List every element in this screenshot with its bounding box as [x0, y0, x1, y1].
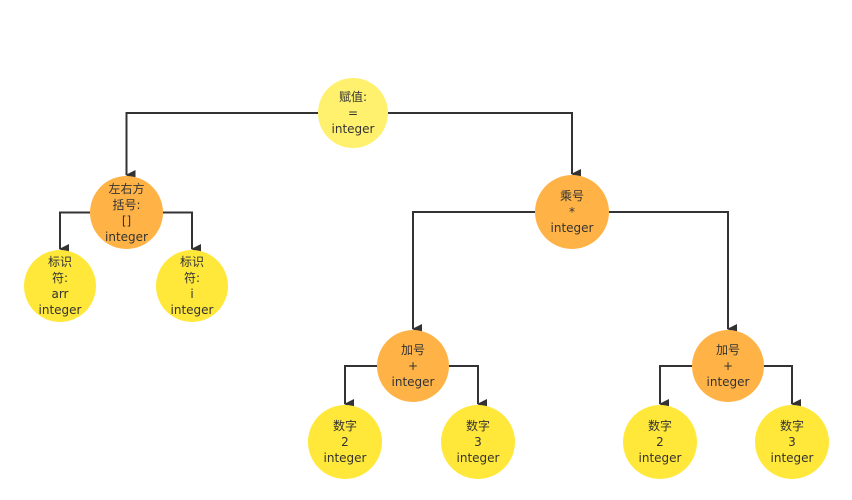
- node-line: integer: [331, 122, 375, 136]
- node-line: integer: [550, 221, 594, 235]
- edge-bracket-ident_arr: [59, 211, 90, 254]
- edge-mul-add_left: [412, 211, 535, 334]
- identifier-arr-node: 标识 符: arr integer: [24, 250, 96, 322]
- edge-add_left-num_3_a: [449, 365, 487, 409]
- node-line: []: [121, 213, 132, 228]
- node-line: 标识: [179, 255, 204, 269]
- number-3-node: 数字 3 integer: [441, 405, 515, 479]
- add-node-left: 加号 + integer: [377, 330, 449, 402]
- node-line: i: [190, 287, 194, 301]
- node-line: 3: [788, 435, 796, 449]
- assign-node: 赋值: = integer: [318, 78, 388, 148]
- edge-assign-bracket: [125, 112, 318, 180]
- number-2-node: 数字 2 integer: [308, 405, 382, 479]
- node-line: 符:: [183, 271, 201, 285]
- node-line: integer: [456, 451, 500, 465]
- node-line: 符:: [51, 271, 69, 285]
- node-line: 数字: [779, 419, 804, 433]
- node-line: integer: [770, 451, 814, 465]
- node-line: +: [722, 359, 734, 373]
- node-line: 数字: [465, 419, 490, 433]
- edge-add_right-num_3_b: [764, 365, 801, 409]
- node-line: 括号:: [112, 197, 141, 212]
- node-line: 加号: [400, 343, 425, 357]
- node-line: integer: [391, 375, 435, 389]
- node-line: integer: [638, 451, 682, 465]
- bracket-node: 左右方 括号: [] integer: [90, 176, 163, 249]
- node-line: 左右方: [108, 181, 145, 196]
- number-3-node: 数字 3 integer: [755, 405, 829, 479]
- node-line: integer: [323, 451, 367, 465]
- node-line: +: [407, 359, 419, 373]
- node-line: integer: [706, 375, 750, 389]
- node-line: *: [569, 205, 575, 219]
- node-line: 乘号: [559, 189, 584, 203]
- edge-add_right-num_2_b: [659, 365, 692, 409]
- edge-add_left-num_2_a: [344, 365, 377, 409]
- node-line: 赋值:: [338, 90, 368, 104]
- node-line: arr: [51, 287, 69, 301]
- node-line: =: [347, 106, 359, 120]
- add-node-right: 加号 + integer: [692, 330, 764, 402]
- number-2-node: 数字 2 integer: [623, 405, 697, 479]
- edge-assign-mul: [388, 112, 581, 179]
- node-line: integer: [38, 303, 82, 317]
- node-line: 2: [656, 435, 664, 449]
- edge-bracket-ident_i: [163, 211, 201, 254]
- node-line: integer: [105, 229, 148, 244]
- edge-mul-add_right: [609, 211, 737, 334]
- node-line: 标识: [47, 255, 72, 269]
- node-line: integer: [170, 303, 214, 317]
- node-line: 数字: [332, 419, 357, 433]
- node-line: 2: [341, 435, 349, 449]
- identifier-i-node: 标识 符: i integer: [156, 250, 228, 322]
- node-line: 加号: [715, 343, 740, 357]
- multiply-node: 乘号 * integer: [535, 175, 609, 249]
- node-line: 3: [474, 435, 482, 449]
- node-line: 数字: [647, 419, 672, 433]
